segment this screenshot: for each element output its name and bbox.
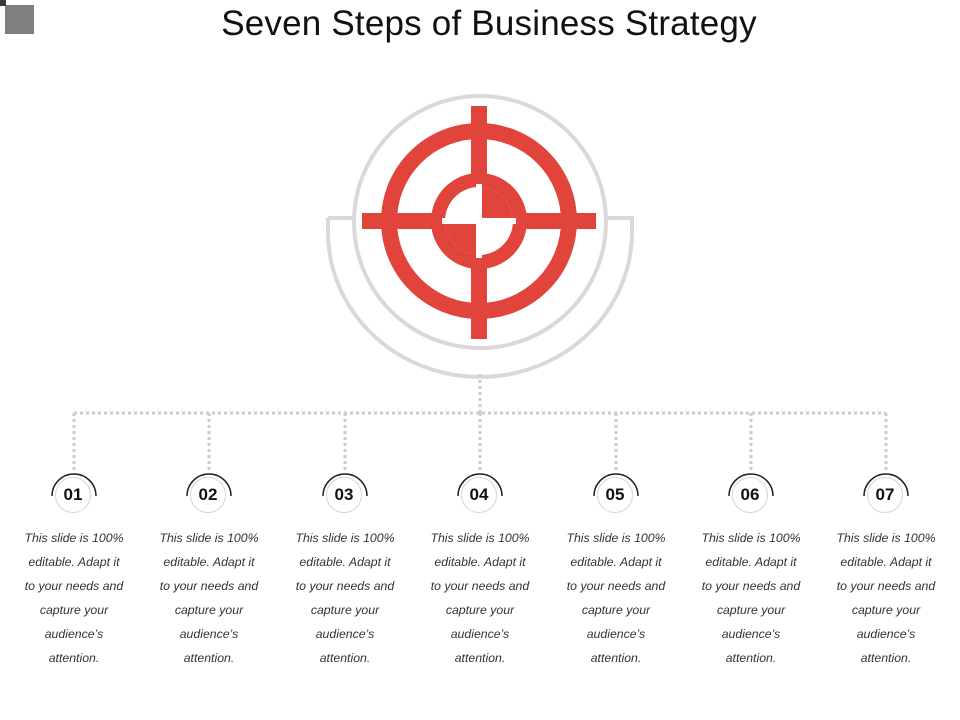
step-text-line: capture your (716, 603, 786, 617)
step-06: 06 This slide is 100% editable. Adapt it… (691, 472, 811, 670)
step-text-line: This slide is 100% (701, 531, 801, 545)
step-text-line: editable. Adapt it (434, 555, 526, 569)
step-text-line: audience’s (856, 627, 916, 641)
connector-lines (72, 374, 888, 470)
step-arc-icon (457, 473, 503, 497)
step-arc-icon (322, 473, 368, 497)
step-text-line: attention. (319, 651, 371, 665)
step-text-line: editable. Adapt it (705, 555, 797, 569)
step-text-line: attention. (454, 651, 506, 665)
step-text-line: audience’s (179, 627, 239, 641)
step-text-line: to your needs and (701, 579, 801, 593)
step-text-line: to your needs and (566, 579, 666, 593)
step-text-line: to your needs and (159, 579, 259, 593)
step-description: This slide is 100% editable. Adapt it to… (285, 526, 405, 670)
step-02: 02 This slide is 100% editable. Adapt it… (149, 472, 269, 670)
step-text-line: attention. (590, 651, 642, 665)
step-text-line: This slide is 100% (430, 531, 530, 545)
step-description: This slide is 100% editable. Adapt it to… (149, 526, 269, 670)
step-text-line: This slide is 100% (566, 531, 666, 545)
step-text-line: to your needs and (836, 579, 936, 593)
step-text-line: editable. Adapt it (163, 555, 255, 569)
step-text-line: audience’s (315, 627, 375, 641)
step-number-badge: 07 (867, 477, 903, 513)
step-05: 05 This slide is 100% editable. Adapt it… (556, 472, 676, 670)
step-text-line: audience’s (586, 627, 646, 641)
step-text-line: capture your (310, 603, 380, 617)
step-arc-icon (51, 473, 97, 497)
outer-arc (326, 216, 634, 379)
step-text-line: This slide is 100% (836, 531, 936, 545)
corner-accent-decoration (0, 0, 6, 6)
step-text-line: attention. (48, 651, 100, 665)
step-text-line: attention. (725, 651, 777, 665)
corner-square-decoration (5, 5, 34, 34)
step-text-line: audience’s (44, 627, 104, 641)
step-text-line: capture your (445, 603, 515, 617)
step-number-badge: 05 (597, 477, 633, 513)
step-arc-icon (593, 473, 639, 497)
step-description: This slide is 100% editable. Adapt it to… (556, 526, 676, 670)
step-arc-icon (186, 473, 232, 497)
step-01: 01 This slide is 100% editable. Adapt it… (14, 472, 134, 670)
step-text-line: editable. Adapt it (28, 555, 120, 569)
step-text-line: editable. Adapt it (840, 555, 932, 569)
step-number-badge: 04 (461, 477, 497, 513)
step-text-line: audience’s (450, 627, 510, 641)
step-text-line: attention. (860, 651, 912, 665)
step-03: 03 This slide is 100% editable. Adapt it… (285, 472, 405, 670)
target-icon (362, 106, 596, 339)
step-text-line: capture your (39, 603, 109, 617)
step-arc-icon (728, 473, 774, 497)
step-text-line: editable. Adapt it (299, 555, 391, 569)
step-text-line: attention. (183, 651, 235, 665)
outer-ring (352, 94, 608, 350)
step-number-badge: 03 (326, 477, 362, 513)
step-text-line: editable. Adapt it (570, 555, 662, 569)
step-text-line: capture your (581, 603, 651, 617)
step-text-line: This slide is 100% (24, 531, 124, 545)
step-text-line: to your needs and (24, 579, 124, 593)
step-04: 04 This slide is 100% editable. Adapt it… (420, 472, 540, 670)
step-text-line: to your needs and (295, 579, 395, 593)
step-text-line: capture your (174, 603, 244, 617)
step-07: 07 This slide is 100% editable. Adapt it… (826, 472, 946, 670)
step-description: This slide is 100% editable. Adapt it to… (420, 526, 540, 670)
step-description: This slide is 100% editable. Adapt it to… (826, 526, 946, 670)
slide-title: Seven Steps of Business Strategy (221, 4, 757, 43)
step-text-line: This slide is 100% (295, 531, 395, 545)
step-text-line: audience’s (721, 627, 781, 641)
step-description: This slide is 100% editable. Adapt it to… (14, 526, 134, 670)
step-arc-icon (863, 473, 909, 497)
step-number-badge: 02 (190, 477, 226, 513)
step-number-badge: 06 (732, 477, 768, 513)
step-description: This slide is 100% editable. Adapt it to… (691, 526, 811, 670)
step-text-line: to your needs and (430, 579, 530, 593)
step-number-badge: 01 (55, 477, 91, 513)
step-text-line: This slide is 100% (159, 531, 259, 545)
step-text-line: capture your (851, 603, 921, 617)
